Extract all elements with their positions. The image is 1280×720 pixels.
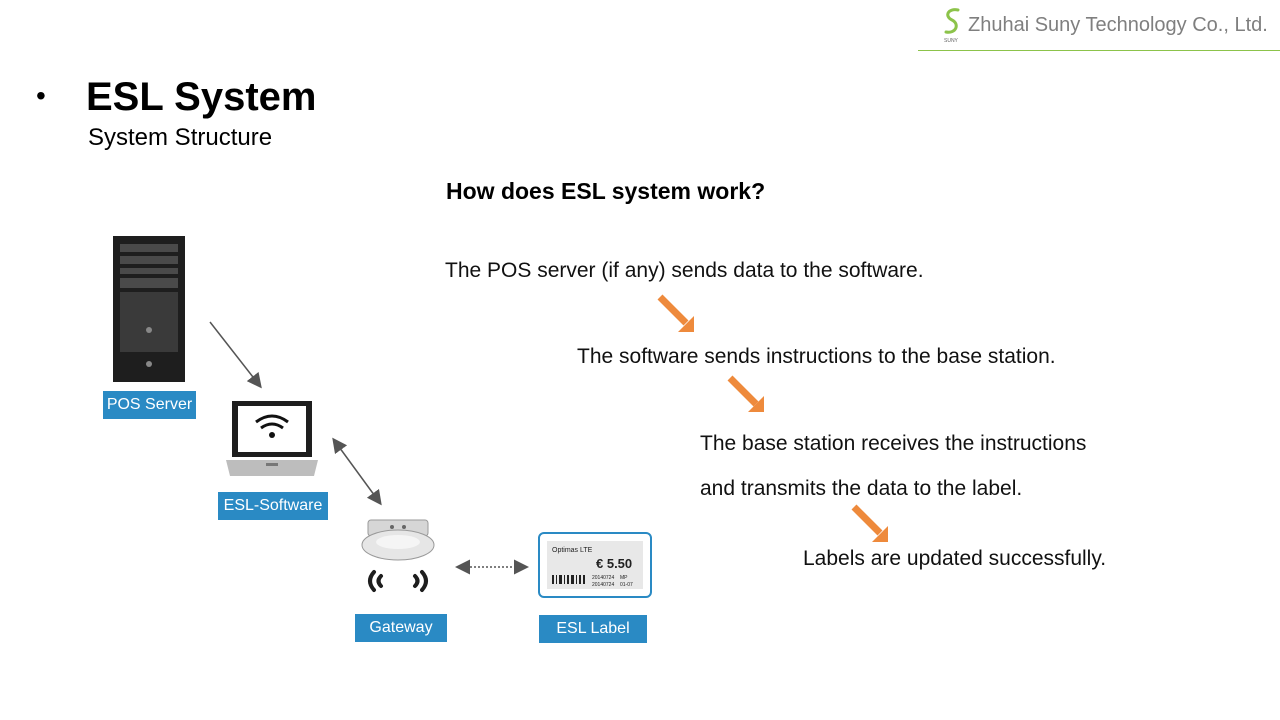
gateway-label: Gateway xyxy=(355,614,447,642)
esl-software-label: ESL-Software xyxy=(218,492,328,520)
esl-code-2: 20140724 xyxy=(592,582,614,588)
arrow-pos-to-software xyxy=(209,321,262,389)
step-arrow-1 xyxy=(657,294,694,332)
esl-price: € 5.50 xyxy=(596,556,632,571)
pos-server-icon xyxy=(113,236,185,382)
esl-label-device: Optimas LTE € 5.50 20140724 20140724 MP … xyxy=(538,532,652,598)
esl-label-label: ESL Label xyxy=(539,615,647,643)
page-subtitle: System Structure xyxy=(88,124,273,151)
company-name: Zhuhai Suny Technology Co., Ltd. xyxy=(968,14,1268,36)
signal-waves-icon xyxy=(368,570,428,592)
step-arrow-3 xyxy=(851,504,888,542)
barcode xyxy=(552,575,585,584)
step-arrow-2 xyxy=(727,375,764,412)
step-3-text-line2: and transmits the data to the label. xyxy=(700,477,1023,500)
gateway-device-icon xyxy=(361,519,435,561)
title-bullet: • xyxy=(36,80,46,111)
logo-text: SUNY xyxy=(944,38,959,44)
suny-logo: SUNY xyxy=(944,8,960,44)
esl-tag-2: 01-07 xyxy=(620,582,633,588)
step-4-text: Labels are updated successfully. xyxy=(803,547,1107,570)
section-question: How does ESL system work? xyxy=(446,178,766,204)
step-1-text: The POS server (if any) sends data to th… xyxy=(445,259,924,282)
esl-product-name: Optimas LTE xyxy=(552,547,593,554)
esl-code-1: 20140724 xyxy=(592,575,614,581)
wifi-icon xyxy=(255,414,289,424)
step-2-text: The software sends instructions to the b… xyxy=(577,345,1056,368)
laptop-icon xyxy=(226,401,318,476)
arrow-software-gateway xyxy=(332,437,382,506)
esl-tag-1: MP xyxy=(620,575,628,581)
pos-server-label: POS Server xyxy=(103,391,196,419)
step-3-text-line1: The base station receives the instructio… xyxy=(700,432,1087,455)
header-divider xyxy=(918,50,1280,51)
page-title: ESL System xyxy=(86,75,317,119)
